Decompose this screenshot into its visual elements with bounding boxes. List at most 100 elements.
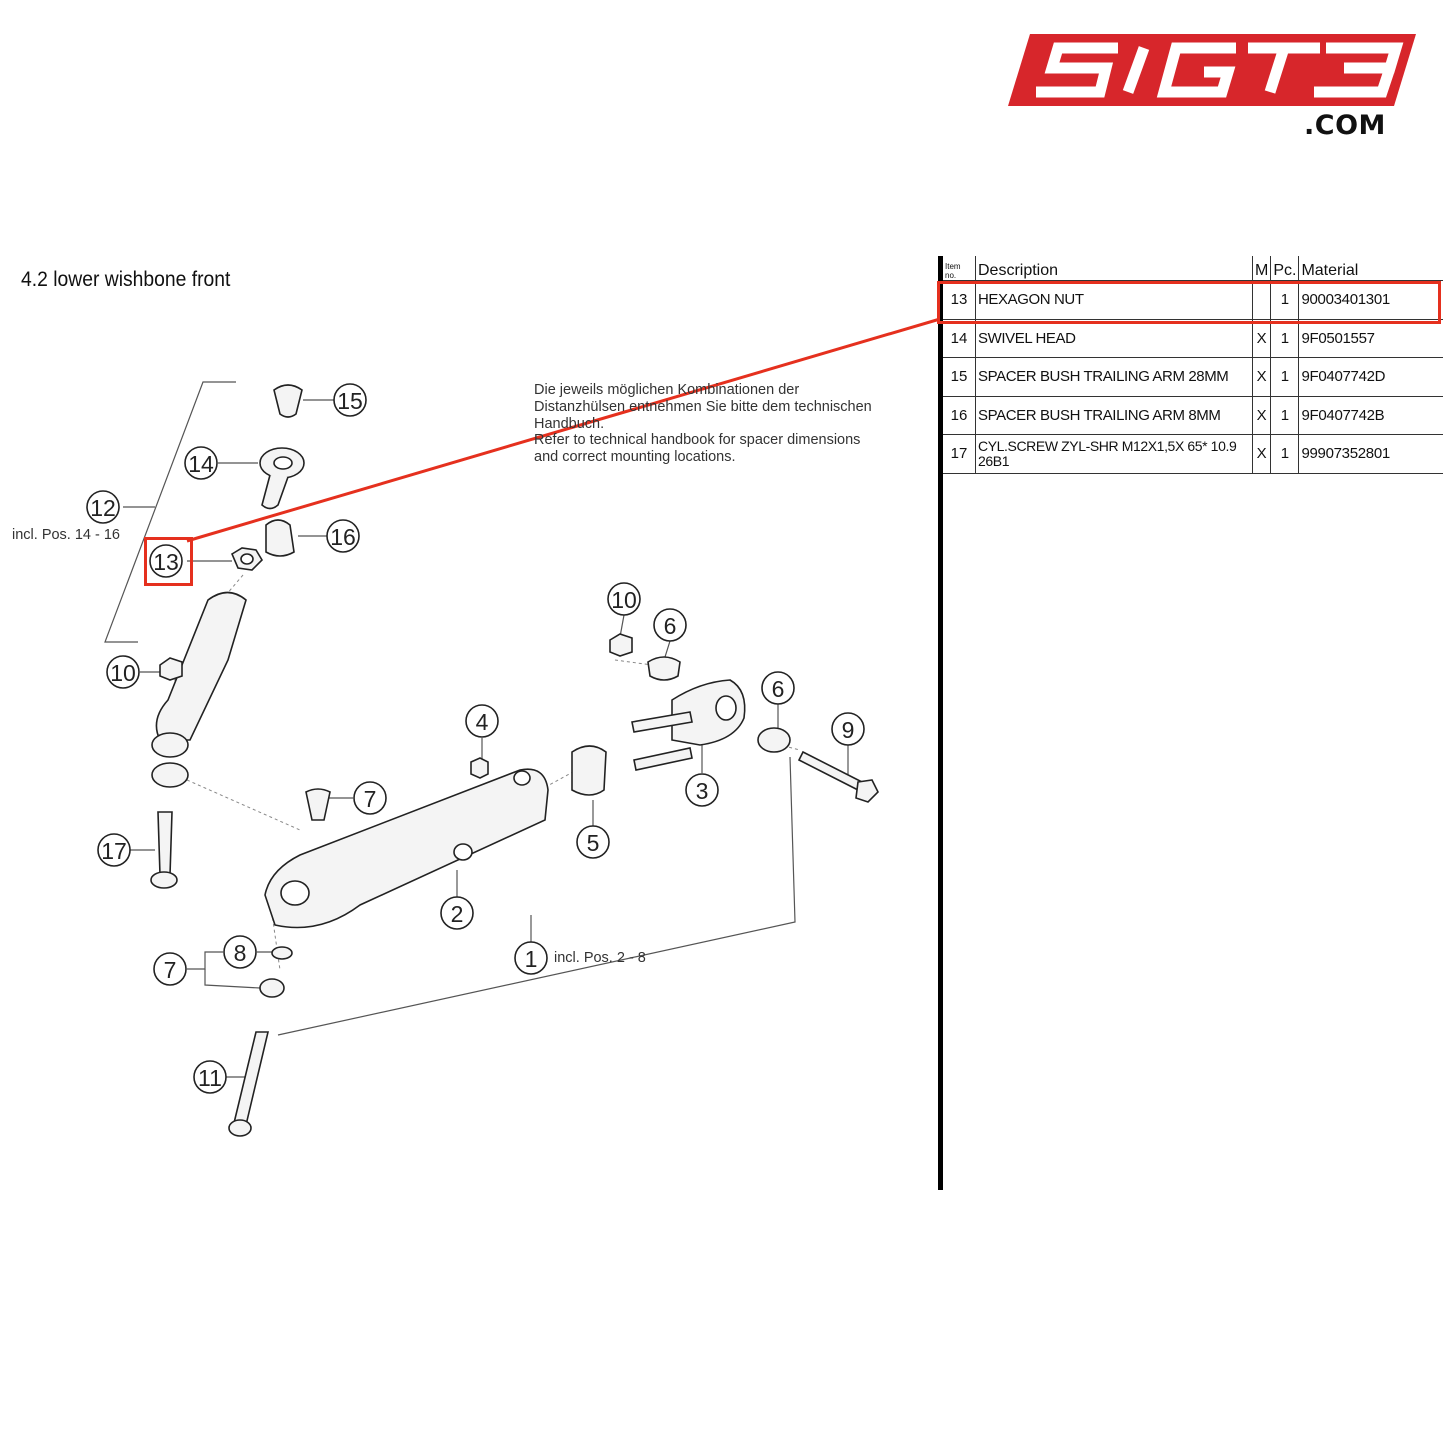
piece-count: 1 (1270, 395, 1299, 435)
callout-13: 13 (149, 544, 183, 578)
part-7-bush (305, 788, 331, 821)
svg-text:16: 16 (330, 524, 356, 550)
m-flag: X (1251, 434, 1271, 474)
svg-text:10: 10 (110, 660, 136, 686)
material-number: 90003401301 (1298, 280, 1444, 319)
svg-text:8: 8 (234, 940, 247, 966)
group-bracket-12 (104, 381, 236, 643)
col-item-no: Item no. (945, 262, 961, 280)
part-15-spacer (273, 384, 303, 418)
description: CYL.SCREW ZYL-SHR M12X1,5X 65* 10.9 26B1 (975, 434, 1253, 474)
callout-17: 17 (97, 833, 131, 867)
part-10-nut-right (609, 633, 633, 657)
note-line: and correct mounting locations. (534, 449, 736, 466)
m-flag (1251, 280, 1271, 319)
callout-7-lower: 7 (153, 952, 187, 986)
material-number: 9F0407742B (1298, 395, 1444, 435)
callout-7: 7 (353, 781, 387, 815)
svg-text:1: 1 (525, 946, 538, 972)
col-m: M (1251, 256, 1271, 281)
callout-1: 1 (514, 941, 548, 975)
callout-4: 4 (465, 704, 499, 738)
description: SPACER BUSH TRAILING ARM 8MM (975, 395, 1253, 435)
callout-6-right: 6 (761, 671, 795, 705)
svg-text:14: 14 (188, 451, 214, 477)
part-17-screw (157, 811, 173, 876)
table-left-bar (938, 256, 943, 1190)
item-no: 14 (943, 318, 976, 358)
callout-12: 12 (86, 490, 120, 524)
svg-text:7: 7 (364, 786, 377, 812)
material-number: 9F0501557 (1298, 318, 1444, 358)
group-12-includes: incl. Pos. 14 - 16 (12, 527, 120, 543)
part-8-washer (271, 946, 293, 960)
row-13-highlight (937, 281, 1441, 324)
part-6-bush (647, 656, 681, 681)
description: SPACER BUSH TRAILING ARM 28MM (975, 357, 1253, 396)
svg-text:5: 5 (587, 830, 600, 856)
m-flag: X (1251, 357, 1271, 396)
table-row[interactable]: 15 SPACER BUSH TRAILING ARM 28MM X 1 9F0… (943, 357, 1444, 396)
table-row[interactable]: 17 CYL.SCREW ZYL-SHR M12X1,5X 65* 10.9 2… (943, 434, 1444, 474)
svg-text:9: 9 (842, 717, 855, 743)
note-line: Handbuch. (534, 415, 605, 432)
part-12-trailing-arm (155, 591, 247, 741)
highlight-connector (186, 317, 941, 543)
part-10-nut (159, 657, 183, 681)
section-title: 4.2 lower wishbone front (21, 268, 231, 291)
note-line: Die jeweils möglichen Kombinationen der (534, 382, 800, 398)
part-4-nut (470, 757, 489, 779)
callout-11: 11 (193, 1060, 227, 1094)
sigt3-logo (1008, 34, 1416, 106)
callout-10: 10 (106, 655, 140, 689)
svg-text:2: 2 (451, 901, 464, 927)
callout-10-right: 10 (607, 582, 641, 616)
table-row[interactable]: 14 SWIVEL HEAD X 1 9F0501557 (943, 318, 1444, 358)
callout-6: 6 (653, 608, 687, 642)
material-number: 99907352801 (1298, 434, 1444, 474)
svg-text:7: 7 (164, 957, 177, 983)
svg-text:13: 13 (153, 549, 179, 575)
part-5-plate (571, 745, 607, 796)
callout-2: 2 (440, 896, 474, 930)
table-row[interactable]: 13 HEXAGON NUT 1 90003401301 (943, 280, 1444, 319)
piece-count: 1 (1270, 357, 1299, 396)
table-row[interactable]: 16 SPACER BUSH TRAILING ARM 8MM X 1 9F04… (943, 395, 1444, 435)
svg-text:4: 4 (476, 709, 489, 735)
part-11-bolt (233, 1031, 270, 1126)
parts-table: Item no. Description M Pc. Material 13 H… (943, 256, 1444, 474)
svg-text:3: 3 (696, 778, 709, 804)
item-no: 17 (943, 434, 976, 474)
item-no: 13 (943, 280, 976, 319)
item-no: 15 (943, 357, 976, 396)
material-number: 9F0407742D (1298, 357, 1444, 396)
callout-5: 5 (576, 825, 610, 859)
svg-text:10: 10 (611, 587, 637, 613)
callout-13-highlight (144, 537, 193, 586)
svg-text:15: 15 (337, 388, 363, 414)
part-7-bush-lower (259, 978, 285, 998)
piece-count: 1 (1270, 318, 1299, 358)
callout-8: 8 (223, 935, 257, 969)
part-6-bush-2 (757, 727, 791, 753)
svg-text:6: 6 (772, 676, 785, 702)
description: HEXAGON NUT (975, 280, 1253, 319)
description: SWIVEL HEAD (975, 318, 1253, 358)
table-header-row: Item no. Description M Pc. Material (943, 256, 1444, 281)
part-16-spacer (265, 519, 295, 557)
m-flag: X (1251, 395, 1271, 435)
callout-3: 3 (685, 773, 719, 807)
callout-15: 15 (333, 383, 367, 417)
part-2-wishbone (264, 768, 549, 929)
part-9-bolt (797, 750, 864, 792)
svg-text:11: 11 (198, 1065, 222, 1091)
col-pc: Pc. (1270, 256, 1299, 281)
svg-text:12: 12 (90, 495, 116, 521)
spacer-note: Die jeweils möglichen Kombinationen der … (534, 382, 872, 466)
svg-text:17: 17 (101, 838, 127, 864)
note-line: Refer to technical handbook for spacer d… (534, 432, 861, 449)
group-1-includes: incl. Pos. 2 - 8 (554, 950, 646, 966)
m-flag: X (1251, 318, 1271, 358)
logo-domain: .COM (1304, 110, 1386, 141)
